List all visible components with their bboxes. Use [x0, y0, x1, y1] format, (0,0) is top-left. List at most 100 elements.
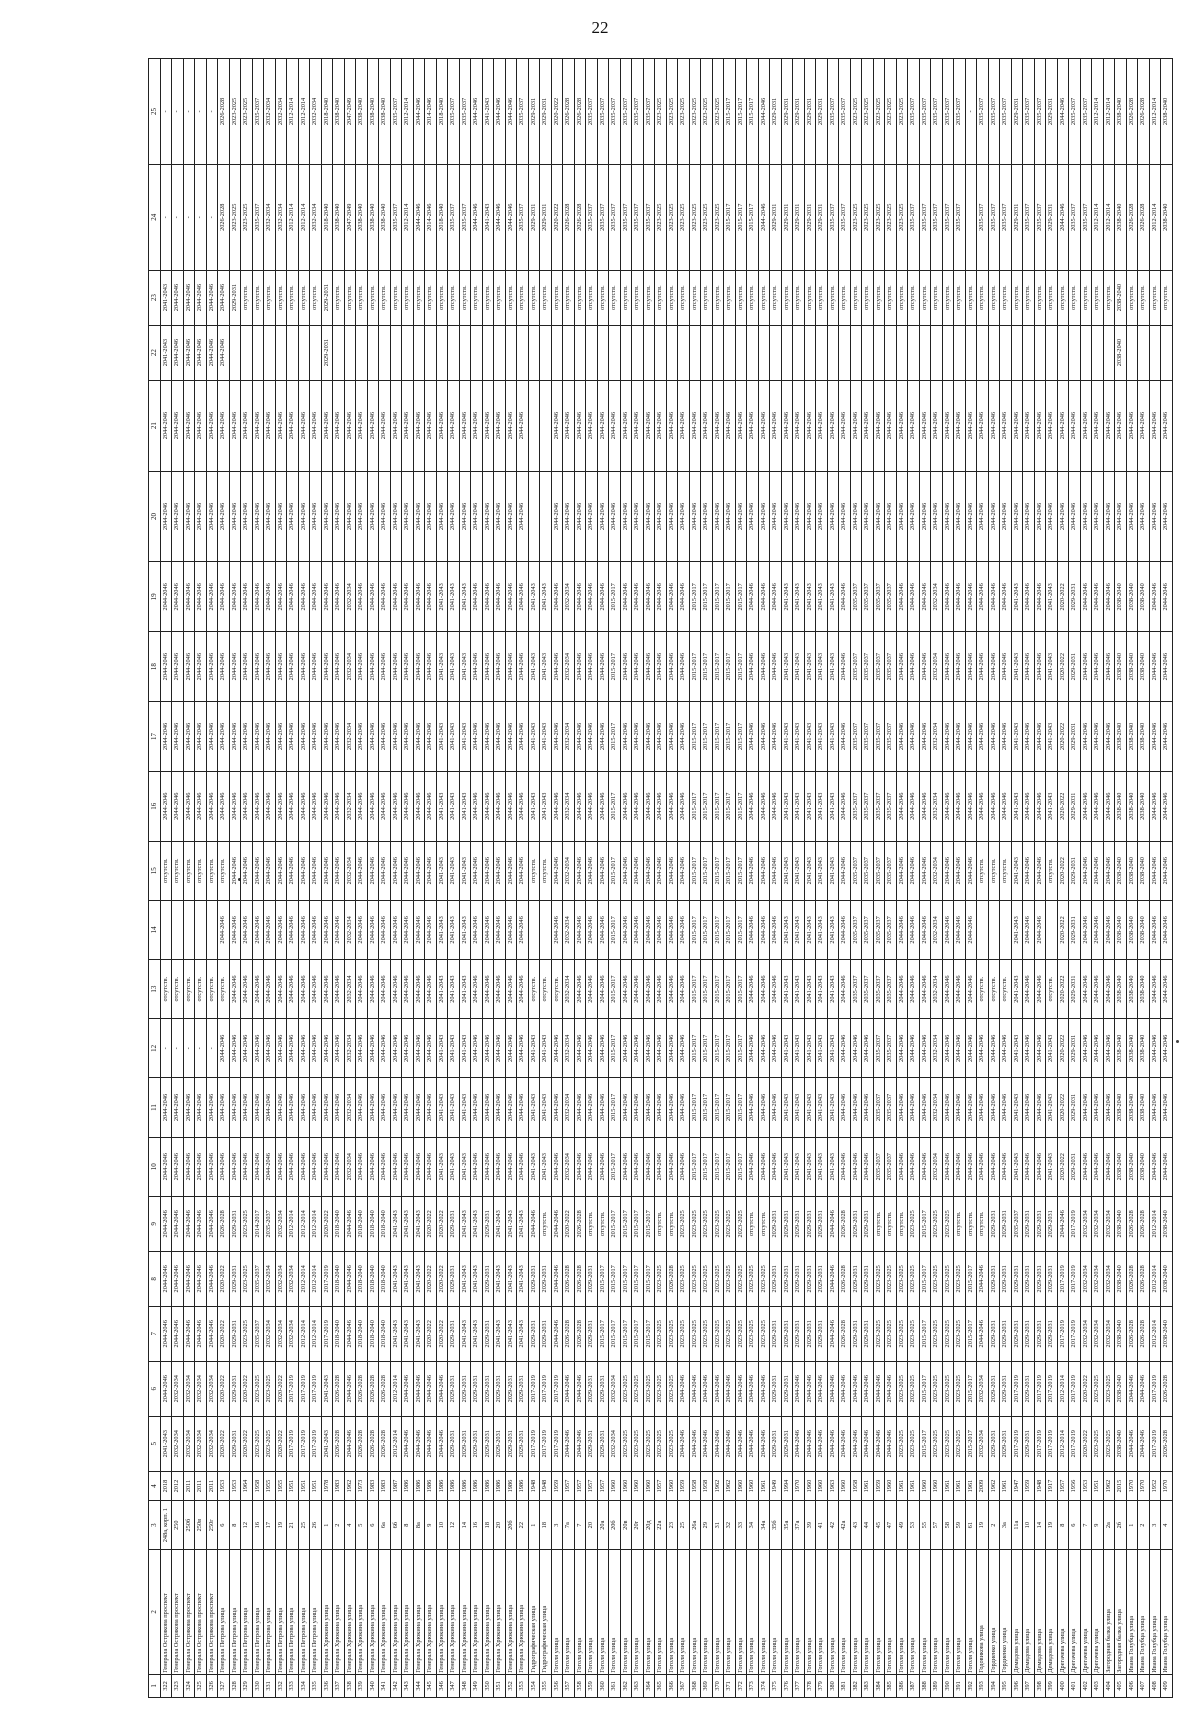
term-cell: 2044-2046	[551, 841, 563, 901]
year-built-cell: 1960	[666, 1471, 678, 1501]
term-cell: 2044-2046	[424, 561, 436, 632]
term-cell: 2035-2037	[447, 164, 459, 271]
year-built-cell: 1953	[217, 1471, 229, 1501]
term-cell: отсутств.	[252, 270, 264, 326]
term-cell: 2044-2046	[1172, 561, 1173, 632]
term-cell: отсутств.	[942, 270, 954, 326]
term-cell: 2029-2031	[482, 1306, 494, 1362]
term-cell: 2032-2034	[1103, 1196, 1115, 1252]
term-cell: 2044-2046	[896, 959, 908, 1019]
term-cell: отсутств.	[263, 270, 275, 326]
term-cell: 2044-2046	[597, 1018, 609, 1078]
term-cell	[988, 325, 1000, 381]
term-cell: отсутств.	[953, 1196, 965, 1252]
term-cell: 2044-2046	[1103, 900, 1115, 960]
term-cell: 2020-2022	[217, 1361, 229, 1417]
term-cell: отсутств.	[861, 270, 873, 326]
term-cell: 2044-2046	[528, 1196, 540, 1252]
term-cell: 2020-2022	[217, 1306, 229, 1362]
house-number-cell: 4	[344, 1500, 356, 1550]
term-cell: 2044-2046	[850, 380, 862, 472]
term-cell: 2044-2046	[401, 380, 413, 472]
house-number-cell: 18	[539, 1500, 551, 1550]
house-number-cell: 23	[666, 1500, 678, 1550]
term-cell: 2044-2046	[689, 1361, 701, 1417]
term-cell: 2044-2046	[424, 959, 436, 1019]
column-header: 25	[148, 58, 160, 165]
term-cell: 2044-2046	[298, 471, 310, 562]
term-cell: 2044-2046	[505, 771, 517, 842]
term-cell: 2044-2046	[482, 1018, 494, 1078]
term-cell: 2044-2046	[240, 561, 252, 632]
term-cell: 2044-2046	[194, 1077, 206, 1138]
term-cell: 2041-2043	[401, 1306, 413, 1362]
term-cell: 2035-2037	[884, 1077, 896, 1138]
term-cell: 2044-2046	[988, 771, 1000, 842]
term-cell: 2018-2040	[321, 164, 333, 271]
term-cell: 2023-2025	[942, 1306, 954, 1362]
term-cell: отсутств.	[585, 270, 597, 326]
term-cell: 2044-2046	[838, 701, 850, 772]
term-cell: 2035-2037	[390, 164, 402, 271]
term-cell: 2044-2046	[919, 1137, 931, 1197]
term-cell: 2041-2043	[493, 1251, 505, 1307]
term-cell: 2044-2046	[183, 325, 195, 381]
year-built-cell: 1953	[229, 1471, 241, 1501]
term-cell: 2044-2046	[298, 959, 310, 1019]
house-number-cell: 44	[861, 1500, 873, 1550]
term-cell: 2035-2037	[873, 771, 885, 842]
term-cell: 2035-2037	[516, 58, 528, 165]
term-cell: 2020-2022	[1057, 1077, 1069, 1138]
term-cell: 2018-2040	[378, 1251, 390, 1307]
term-cell: 2044-2046	[620, 631, 632, 702]
term-cell: 2035-2037	[838, 58, 850, 165]
term-cell: 2023-2025	[930, 1416, 942, 1472]
term-cell: 2032-2034	[1091, 1196, 1103, 1252]
year-built-cell: 1986	[493, 1471, 505, 1501]
house-number-cell: 34а	[758, 1500, 770, 1550]
term-cell: 2029-2031	[528, 1306, 540, 1362]
term-cell: 2044-2046	[620, 380, 632, 472]
term-cell: 2023-2025	[712, 164, 724, 271]
row-number-cell: 375	[769, 1674, 781, 1698]
term-cell: 2041-2043	[1045, 561, 1057, 632]
term-cell	[873, 325, 885, 381]
term-cell: 2041-2043	[447, 631, 459, 702]
term-cell: отсутств.	[873, 270, 885, 326]
term-cell: 2023-2025	[229, 164, 241, 271]
term-cell: 2041-2043	[321, 1361, 333, 1417]
row-number-cell: 397	[1022, 1674, 1034, 1698]
term-cell: 2044-2046	[965, 561, 977, 632]
term-cell: 2026-2028	[1172, 1416, 1173, 1472]
term-cell: 2044-2046	[919, 1077, 931, 1138]
house-number-cell: 19	[1045, 1500, 1057, 1550]
term-cell: 2044-2046	[873, 1361, 885, 1417]
term-cell: 2044-2046	[735, 471, 747, 562]
year-built-cell: 1960	[746, 1471, 758, 1501]
term-cell: 2038-2040	[1126, 959, 1138, 1019]
term-cell	[804, 325, 816, 381]
row-number-cell: 325	[194, 1674, 206, 1698]
term-cell: 2044-2046	[758, 771, 770, 842]
term-cell: 2044-2046	[390, 1018, 402, 1078]
term-cell: 2023-2025	[700, 1306, 712, 1362]
term-cell: 2044-2046	[1045, 380, 1057, 472]
term-cell: 2029-2031	[988, 1306, 1000, 1362]
term-cell: 2018-2040	[367, 1196, 379, 1252]
house-number-cell: 2	[1137, 1500, 1149, 1550]
term-cell: 2044-2046	[930, 380, 942, 472]
term-cell: 2044-2046	[746, 900, 758, 960]
row-number-cell: 369	[700, 1674, 712, 1698]
street-cell: Генерала Петрова улица	[217, 1549, 229, 1675]
street-cell: Гоголя улица	[746, 1549, 758, 1675]
term-cell: 2044-2046	[183, 471, 195, 562]
term-cell: 2044-2046	[1160, 900, 1172, 960]
term-cell: 2044-2046	[309, 959, 321, 1019]
term-cell: 2041-2043	[528, 1137, 540, 1197]
term-cell	[447, 325, 459, 381]
